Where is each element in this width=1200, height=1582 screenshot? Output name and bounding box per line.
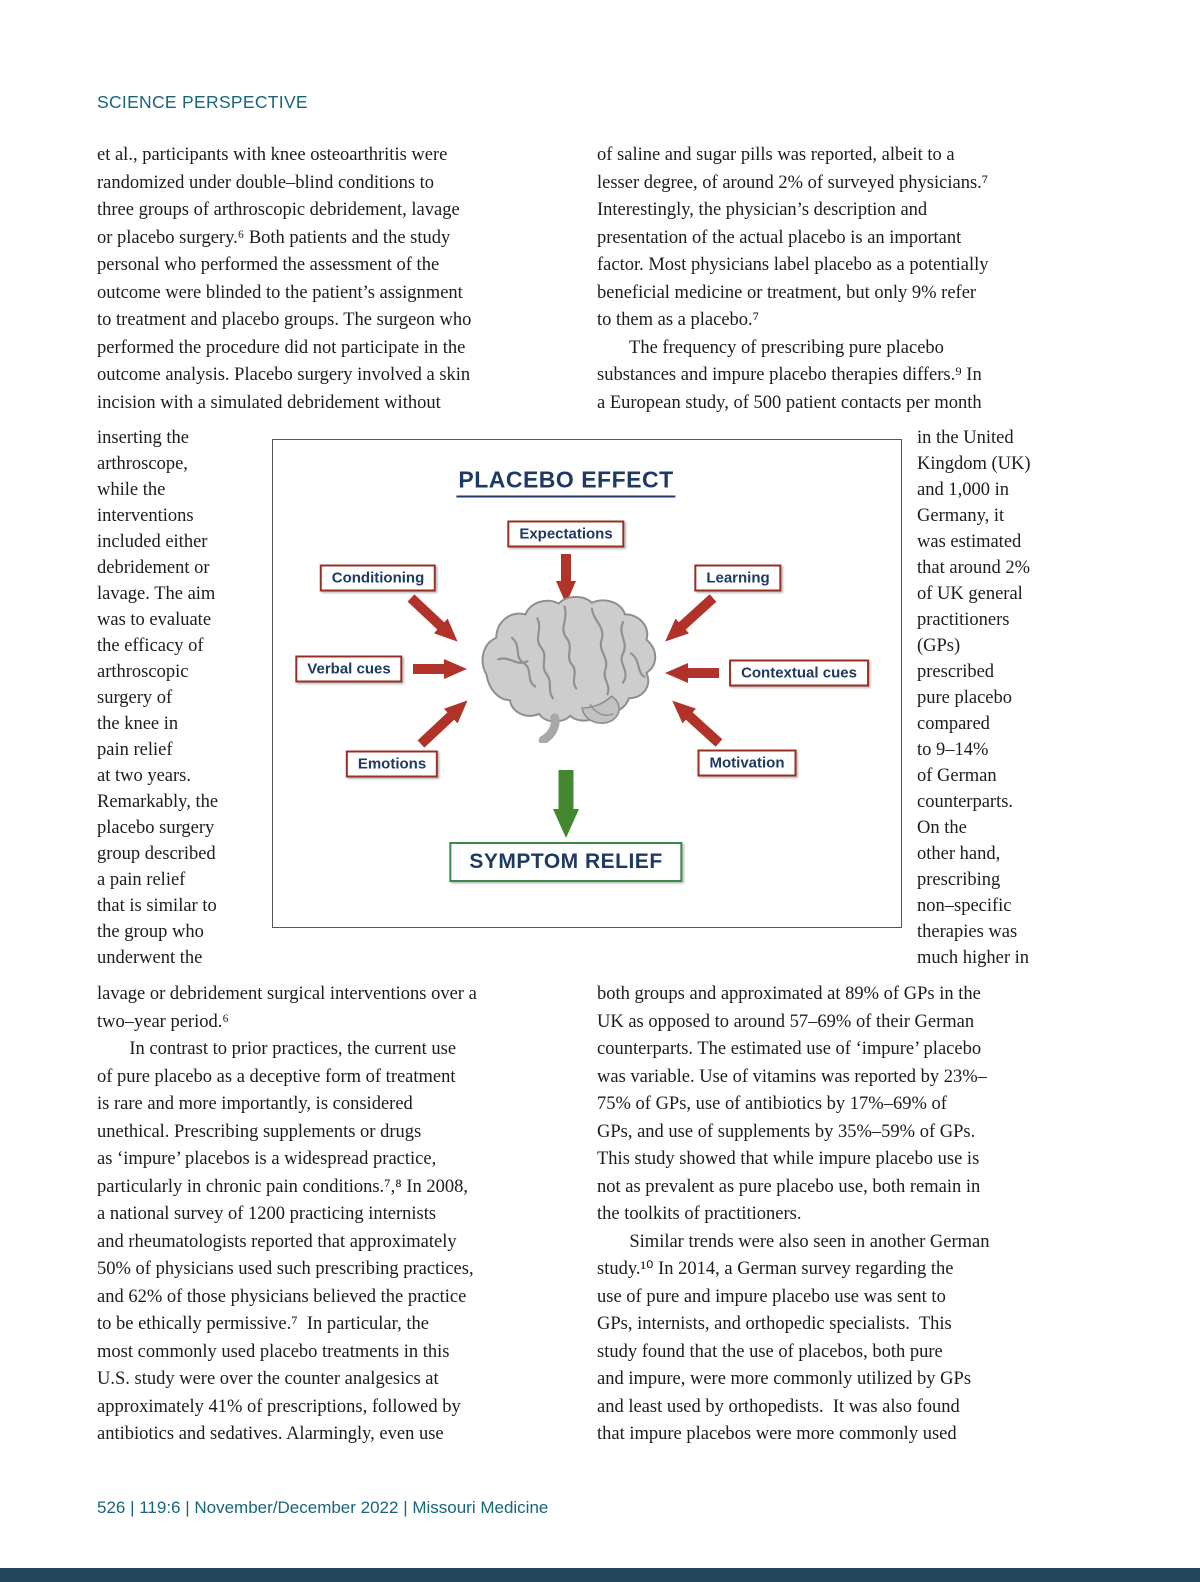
right-column-top-paragraphs: of saline and sugar pills was reported, … — [597, 145, 989, 413]
red-arrow-conditioning — [407, 594, 458, 642]
left-column-top-paragraphs: et al., participants with knee osteoarth… — [97, 145, 472, 413]
bottom-text-row: lavage or debridement surgical intervent… — [97, 981, 1072, 1449]
figure-title: PLACEBO EFFECT — [456, 467, 676, 498]
placebo-effect-figure: PLACEBO EFFECT Expectations Conditioning… — [272, 439, 902, 928]
red-arrow-emotions — [417, 700, 468, 748]
page-content: SCIENCE PERSPECTIVE et al., participants… — [97, 92, 1072, 1449]
factor-box-contextual-cues: Contextual cues — [729, 659, 869, 687]
factor-box-motivation: Motivation — [697, 749, 797, 777]
factor-box-verbal-cues: Verbal cues — [295, 655, 403, 683]
figure-row: inserting the arthroscope, while the int… — [97, 425, 1072, 971]
figure-arrows — [407, 554, 723, 838]
factor-box-expectations: Expectations — [507, 520, 625, 548]
bottom-accent-bar — [0, 1568, 1200, 1582]
brain-stem — [538, 713, 560, 743]
right-column-bottom-paragraphs: both groups and approximated at 89% of G… — [597, 984, 990, 1444]
brain-image — [481, 595, 657, 743]
factor-box-conditioning: Conditioning — [319, 564, 437, 592]
right-column-wrap-text: in the United Kingdom (UK) and 1,000 in … — [917, 428, 1031, 968]
cerebellum — [581, 695, 620, 724]
left-column-bottom-paragraphs: lavage or debridement surgical intervent… — [97, 984, 477, 1444]
factor-box-emotions: Emotions — [345, 750, 439, 778]
red-arrow-motivation — [672, 700, 723, 747]
left-column-wrap-text: inserting the arthroscope, while the int… — [97, 428, 219, 968]
top-text-row: et al., participants with knee osteoarth… — [97, 142, 1072, 417]
factor-box-learning: Learning — [694, 564, 782, 592]
section-kicker: SCIENCE PERSPECTIVE — [97, 92, 308, 112]
red-arrow-learning — [665, 594, 717, 642]
outcome-box-symptom-relief: SYMPTOM RELIEF — [449, 842, 683, 882]
page-footer: 526 | 119:6 | November/December 2022 | M… — [97, 1498, 549, 1517]
